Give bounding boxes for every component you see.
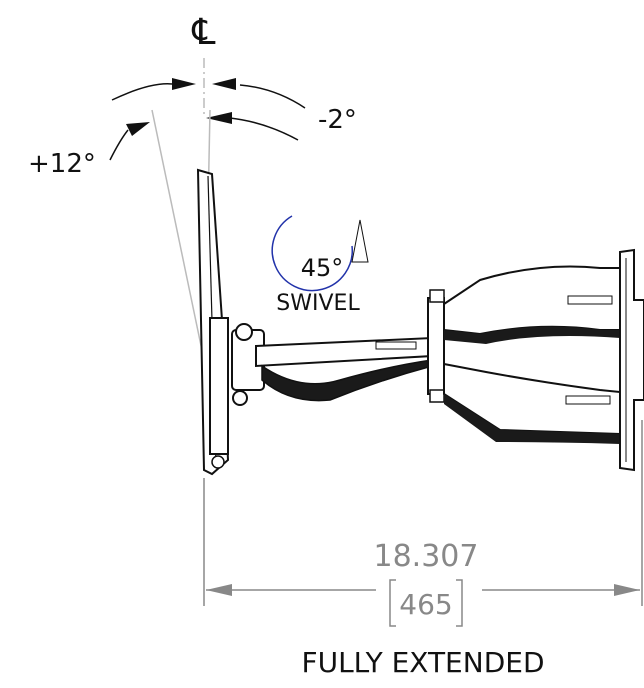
swivel-arrow-icon — [351, 219, 369, 263]
tilt-pivot — [232, 390, 248, 406]
rear-arm-lower-shadow — [444, 394, 620, 444]
swivel-arc — [271, 215, 353, 292]
rear-arm-lower-label — [565, 395, 611, 405]
dimension-mm: 465 — [399, 588, 452, 621]
front-arm-lower — [261, 359, 433, 402]
rear-arm-upper-shadow — [444, 326, 620, 344]
tilt-arrow-lower-left — [126, 122, 150, 136]
rear-arm-upper-label — [567, 295, 613, 305]
mm-bracket-right — [456, 579, 463, 627]
centerline-symbol: ℄ — [191, 12, 215, 53]
tilt-arc-lower — [109, 129, 129, 161]
elbow-cap-bottom — [429, 389, 445, 403]
dimension-arrow-right — [614, 584, 640, 596]
swivel-angle-label: 45° — [301, 254, 344, 282]
dimension-arrow-left — [206, 584, 232, 596]
swivel-label: SWIVEL — [276, 291, 360, 316]
mm-bracket-left — [389, 579, 396, 627]
tilt-minus-label: -2° — [318, 105, 357, 135]
elbow-joint — [427, 297, 445, 395]
bracket-screw — [211, 455, 225, 469]
tilt-arrow-left — [172, 78, 196, 90]
tilt-arc-upper-right — [239, 84, 306, 109]
elbow-cap-top — [429, 289, 445, 303]
wall-plate — [619, 248, 644, 472]
tilt-plus-label: +12° — [28, 149, 96, 179]
caption: FULLY EXTENDED — [301, 646, 544, 679]
tv-bracket — [209, 317, 229, 455]
dimension-inches: 18.307 — [374, 539, 479, 574]
tilt-knob — [235, 323, 253, 341]
tilt-arrow-right — [212, 78, 236, 90]
tilt-arrow-lower-right — [206, 112, 232, 124]
tilt-ghost-line-plus — [151, 109, 205, 361]
front-arm-label — [375, 341, 417, 350]
tilt-arc-upper — [111, 83, 173, 101]
tilt-arc-lower-right — [229, 117, 299, 141]
